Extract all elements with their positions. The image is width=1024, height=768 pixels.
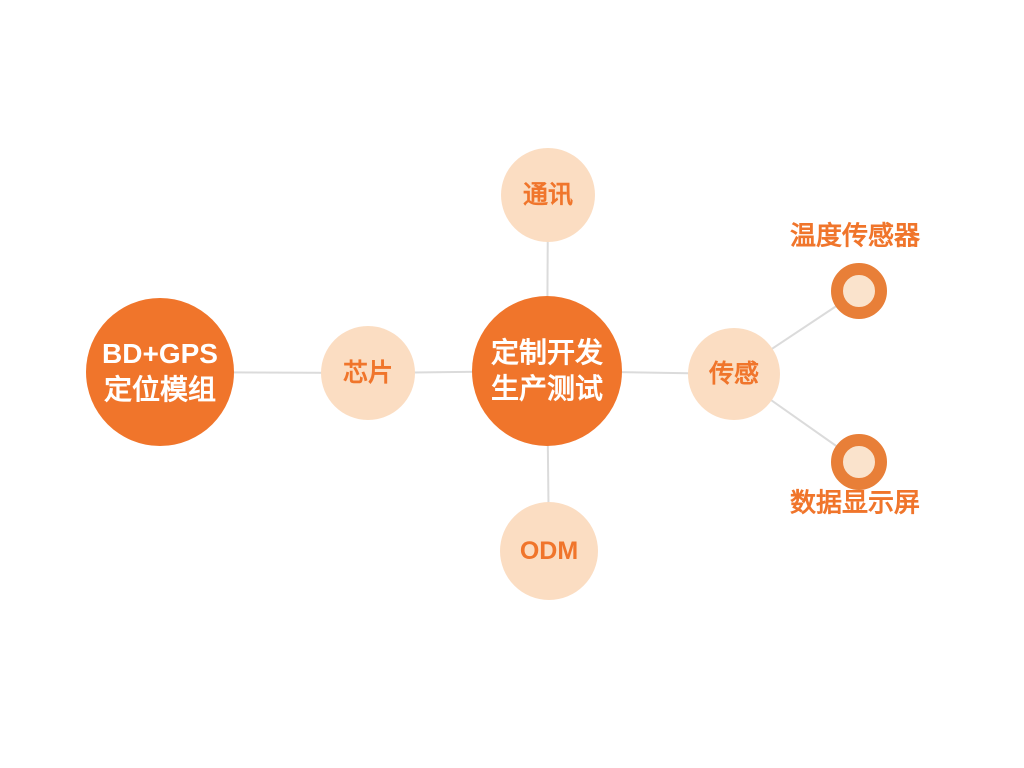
node-label: 通讯: [522, 181, 573, 209]
node-label: BD+GPS: [102, 338, 218, 370]
node-bdgps-module: BD+GPS 定位模组: [86, 298, 234, 446]
node-label: 生产测试: [490, 373, 603, 404]
node-label: 传感: [708, 360, 759, 388]
node-odm: ODM: [500, 502, 598, 600]
node-label: 定制开发: [490, 337, 603, 369]
temp-sensor-label: 温度传感器: [789, 220, 921, 251]
node-label: 定位模组: [103, 374, 216, 405]
node-sensing: 传感: [688, 328, 780, 420]
node-label: 芯片: [342, 359, 393, 387]
data-display-label: 数据显示屏: [789, 487, 921, 518]
node-core: 定制开发生产测试: [472, 296, 622, 446]
node-communication: 通讯: [501, 148, 595, 242]
node-temp-sensor-ring: [831, 263, 887, 319]
node-chip: 芯片: [321, 326, 415, 420]
node-label: ODM: [519, 537, 579, 565]
